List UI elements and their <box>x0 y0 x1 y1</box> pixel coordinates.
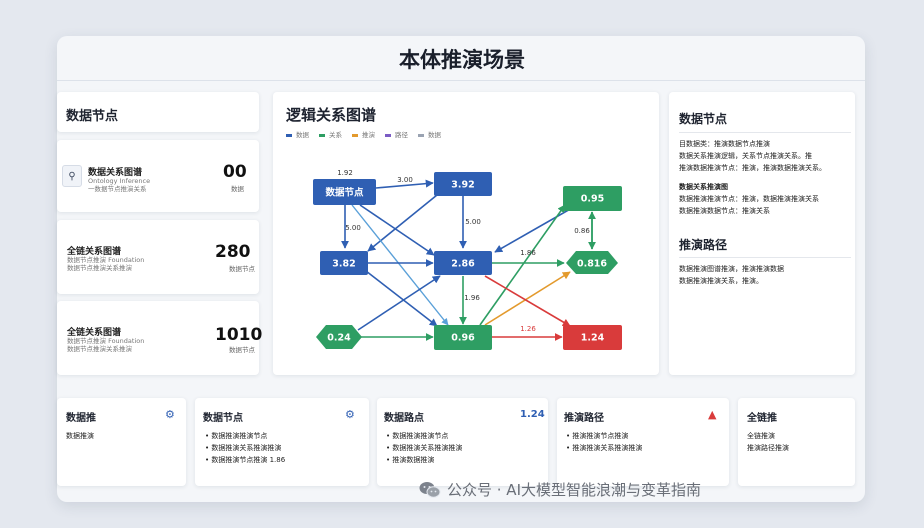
stat-card-unit: 数据 <box>231 185 244 193</box>
stat-card-subtitle: 数据节点推演 Foundation <box>67 256 145 264</box>
right-text-line: 数据推演推演节点：推演，数据推演推演关系 <box>679 195 819 203</box>
left-heading: 数据节点 <box>66 109 119 124</box>
right-heading-path: 推演路径 <box>679 238 728 252</box>
bottom-card-title: 数据路点 <box>384 413 424 424</box>
right-info-card <box>669 92 855 375</box>
right-text-line: 数据关系推演图 <box>679 183 728 191</box>
stat-card-1[interactable]: ⚲ 数据关系图谱 Ontology Inference 一数据节点推演关系 00… <box>57 140 259 212</box>
stat-card-2[interactable]: 全链关系图谱 数据节点推演 Foundation 数据节点推演关系推演 280 … <box>57 220 259 294</box>
bottom-card-line: • 推演数据推演 <box>386 456 435 464</box>
stat-card-unit: 数据节点 <box>229 265 255 273</box>
left-header-card <box>57 92 259 132</box>
right-text-line: 数据推演数据节点：推演关系 <box>679 207 770 215</box>
bottom-card-line: • 数据推演推演节点 <box>386 432 449 440</box>
bottom-card-line: • 数据推演推演节点 <box>205 432 268 440</box>
bottom-card-line: 全链推演 <box>747 432 775 440</box>
stat-card-description: 一数据节点推演关系 <box>88 185 147 193</box>
bottom-card-line: • 推演推演节点推演 <box>566 432 629 440</box>
stat-card-3[interactable]: 全链关系图谱 数据节点推演 Foundation 数据节点推演关系推演 1010… <box>57 301 263 375</box>
stat-card-subtitle: 数据节点推演 Foundation <box>67 337 145 345</box>
bottom-card-line: 推演路径推演 <box>747 444 789 452</box>
gear-icon: ⚙ <box>165 408 175 421</box>
bottom-card-line: • 数据推演节点推演 1.86 <box>205 456 286 464</box>
right-text-line: 推演数据推演节点：推演，推演数据推演关系。 <box>679 164 826 172</box>
graph-legend: 数据 关系 推演 路径 数据 <box>286 129 441 139</box>
stat-card-title: 全链关系图谱 <box>67 247 122 257</box>
bottom-card-line: • 推演推演关系推演推演 <box>566 444 643 452</box>
bottom-card-3[interactable] <box>377 398 548 486</box>
right-text-line: 数据关系推演逻辑，关系节点推演关系。推 <box>679 152 812 160</box>
stat-card-title: 数据关系图谱 <box>88 168 143 178</box>
bottom-card-title: 推演路径 <box>564 413 604 424</box>
right-heading-data-nodes: 数据节点 <box>679 112 728 126</box>
bottom-card-2[interactable] <box>195 398 369 486</box>
stat-card-subtitle: Ontology Inference <box>88 177 151 185</box>
title-divider <box>57 80 865 81</box>
stat-card-value: 280 <box>215 242 251 262</box>
legend-item[interactable]: 数据 <box>418 129 441 139</box>
stat-card-value: 00 <box>223 162 247 182</box>
bottom-card-title: 数据节点 <box>203 413 243 424</box>
settings-icon: ⚙ <box>345 408 355 421</box>
right-divider <box>679 257 851 258</box>
legend-item[interactable]: 推演 <box>352 129 375 139</box>
right-text-line: 目数据类：推演数据节点推演 <box>679 140 770 148</box>
stat-card-title: 全链关系图谱 <box>67 328 122 338</box>
chart-icon: ⚲ <box>62 165 82 187</box>
graph-title: 逻辑关系图谱 <box>286 106 377 124</box>
stat-card-description: 数据节点推演关系推演 <box>67 264 132 272</box>
bottom-card-5[interactable] <box>738 398 855 486</box>
legend-item[interactable]: 路径 <box>385 129 408 139</box>
bottom-card-line: 数据推演 <box>66 432 94 440</box>
watermark-text: 公众号 · AI大模型智能浪潮与变革指南 <box>447 481 701 499</box>
bottom-card-line: • 数据推演关系推演推演 <box>386 444 463 452</box>
bottom-card-value: 1.24 <box>520 409 545 420</box>
stat-card-value: 1010 <box>215 325 263 345</box>
right-text-line: 数据推演推演关系，推演。 <box>679 277 763 285</box>
right-divider <box>679 132 851 133</box>
bottom-card-1[interactable] <box>57 398 186 486</box>
stat-card-description: 数据节点推演关系推演 <box>67 345 132 353</box>
bottom-card-4[interactable] <box>557 398 729 486</box>
bottom-card-title: 数据推 <box>66 413 96 424</box>
legend-item[interactable]: 关系 <box>319 129 342 139</box>
bottom-card-title: 全链推 <box>747 413 777 424</box>
wechat-icon <box>419 481 441 498</box>
bottom-card-line: • 数据推演关系推演推演 <box>205 444 282 452</box>
stat-card-unit: 数据节点 <box>229 346 255 354</box>
watermark: 公众号 · AI大模型智能浪潮与变革指南 <box>419 479 701 500</box>
right-text-line: 数据推演图谱推演，推演推演数据 <box>679 265 784 273</box>
warning-icon: ▲ <box>708 408 717 421</box>
legend-item[interactable]: 数据 <box>286 129 309 139</box>
page-title: 本体推演场景 <box>399 48 525 72</box>
